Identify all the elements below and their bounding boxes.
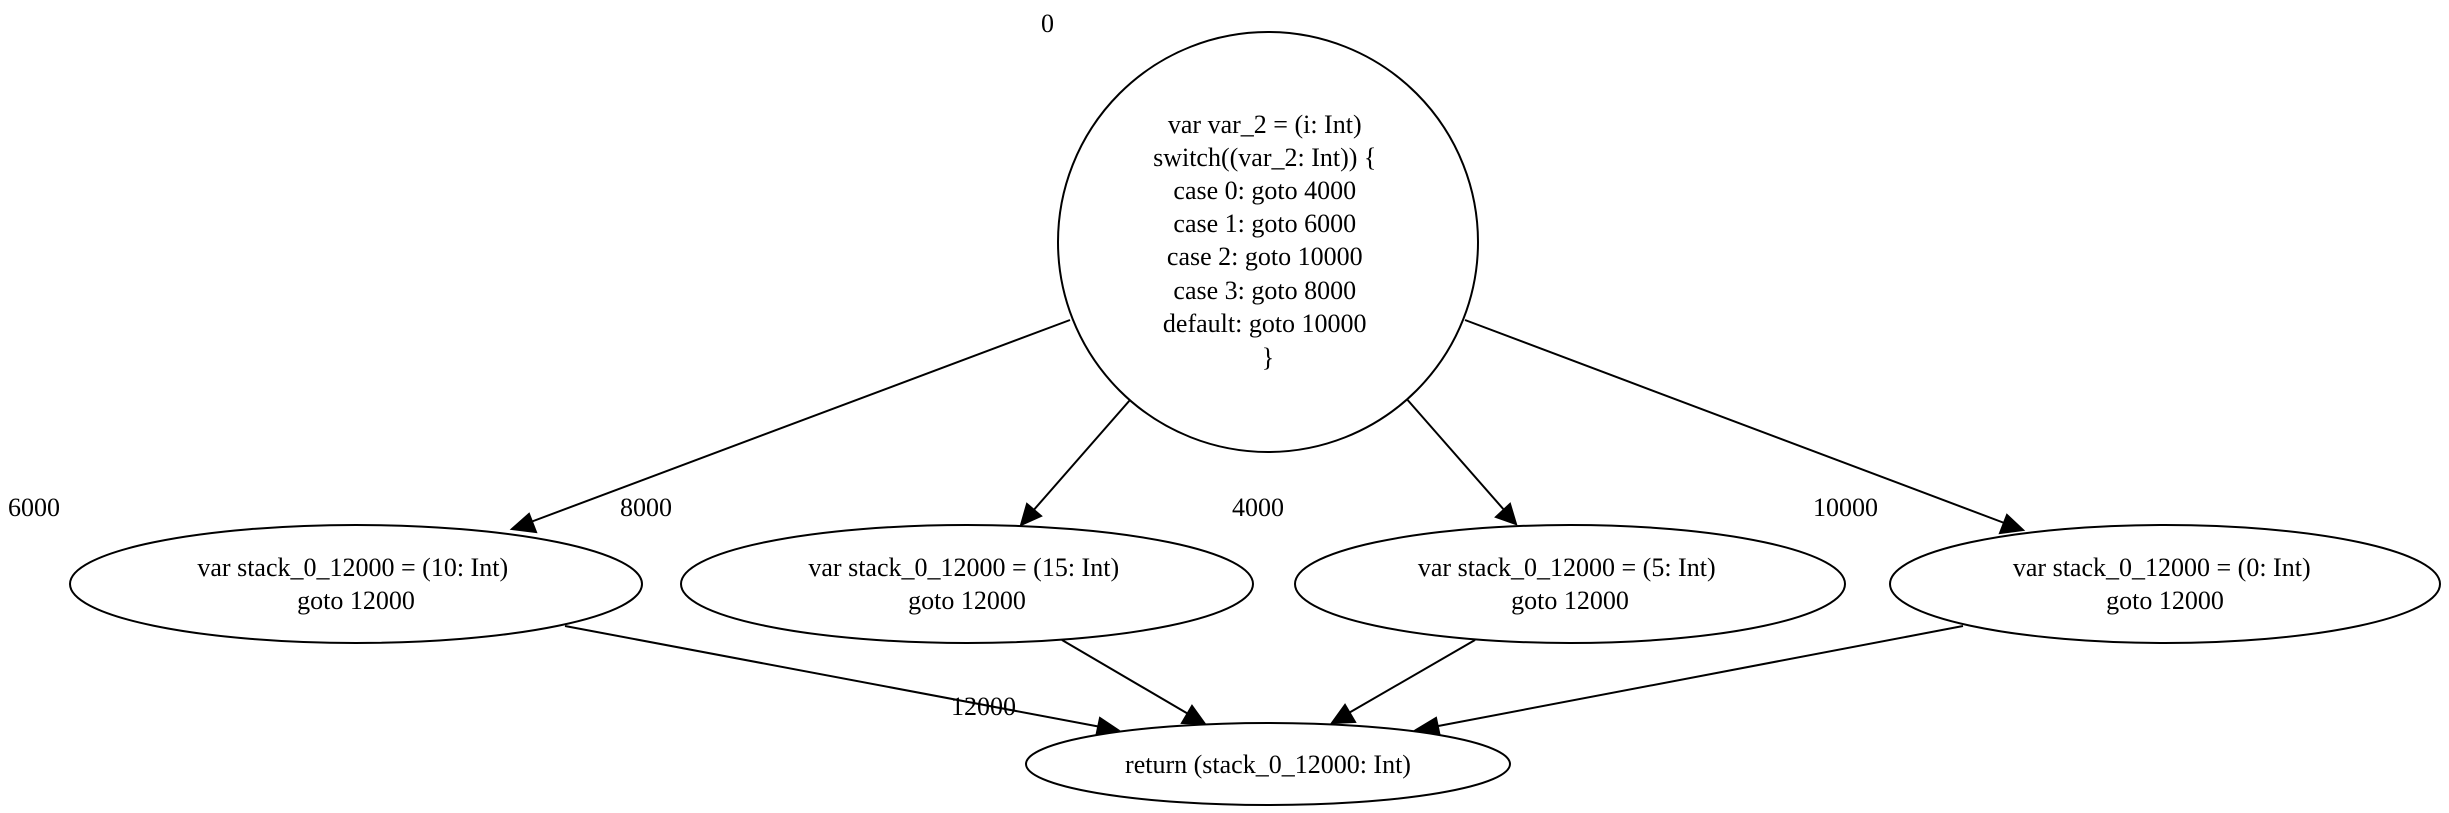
code-line: var stack_0_12000 = (15: Int)	[808, 553, 1119, 582]
edge-entry-to-8000	[1019, 399, 1131, 527]
arrowhead-icon	[1494, 502, 1518, 526]
code-line: goto 12000	[2106, 586, 2224, 615]
arrowhead-icon	[509, 512, 538, 534]
code-line: switch((var_2: Int)) {	[1153, 143, 1376, 172]
node-entry: 0 var var_2 = (i: Int) switch((var_2: In…	[1041, 9, 1479, 453]
node-10000: 10000 var stack_0_12000 = (0: Int) goto …	[1813, 493, 2441, 644]
node-12000-code: return (stack_0_12000: Int)	[1125, 750, 1411, 779]
edge-entry-to-10000	[1464, 319, 2026, 535]
node-8000-code: var stack_0_12000 = (15: Int) goto 12000	[808, 553, 1125, 615]
edge-10000-to-12000	[1413, 625, 1964, 739]
node-4000-code: var stack_0_12000 = (5: Int) goto 12000	[1418, 553, 1722, 615]
node-6000-shape	[69, 524, 643, 644]
node-10000-id: 10000	[1813, 493, 1878, 522]
code-line: var stack_0_12000 = (0: Int)	[2013, 553, 2311, 582]
edges	[509, 319, 2026, 739]
code-line: return (stack_0_12000: Int)	[1125, 750, 1411, 779]
node-6000-id: 6000	[8, 493, 60, 522]
code-line: goto 12000	[297, 586, 415, 615]
code-line: case 3: goto 8000	[1173, 276, 1356, 305]
code-line: case 1: goto 6000	[1173, 209, 1356, 238]
code-line: case 0: goto 4000	[1173, 176, 1356, 205]
edge-6000-to-12000	[564, 625, 1121, 739]
code-line: var stack_0_12000 = (10: Int)	[197, 553, 508, 582]
edge-entry-to-4000	[1404, 396, 1518, 526]
arrowhead-icon	[1019, 502, 1043, 527]
node-12000-id: 12000	[951, 692, 1016, 721]
arrowhead-icon	[1998, 513, 2026, 535]
node-4000: 4000 var stack_0_12000 = (5: Int) goto 1…	[1232, 493, 1846, 644]
code-line: }	[1262, 343, 1274, 372]
node-6000: 6000 var stack_0_12000 = (10: Int) goto …	[8, 493, 643, 644]
code-line: case 2: goto 10000	[1167, 242, 1363, 271]
code-line: goto 12000	[908, 586, 1026, 615]
node-4000-id: 4000	[1232, 493, 1284, 522]
node-10000-shape	[1889, 524, 2441, 644]
node-4000-shape	[1294, 524, 1846, 644]
node-6000-code: var stack_0_12000 = (10: Int) goto 12000	[197, 553, 514, 615]
node-entry-shape	[1057, 31, 1479, 453]
code-line: default: goto 10000	[1163, 309, 1367, 338]
node-8000: 8000 var stack_0_12000 = (15: Int) goto …	[620, 493, 1254, 644]
edge-8000-to-12000	[1061, 639, 1208, 726]
edge-4000-to-12000	[1329, 639, 1476, 725]
edge-entry-to-6000	[509, 319, 1071, 534]
node-8000-id: 8000	[620, 493, 672, 522]
code-line: var stack_0_12000 = (5: Int)	[1418, 553, 1716, 582]
code-line: var var_2 = (i: Int)	[1168, 110, 1362, 139]
node-12000-shape	[1025, 722, 1511, 806]
node-entry-id: 0	[1041, 9, 1054, 38]
node-10000-code: var stack_0_12000 = (0: Int) goto 12000	[2013, 553, 2317, 615]
node-12000: 12000 return (stack_0_12000: Int)	[951, 692, 1511, 806]
arrowhead-icon	[1329, 703, 1357, 725]
node-8000-shape	[680, 524, 1254, 644]
code-line: goto 12000	[1511, 586, 1629, 615]
node-entry-code: var var_2 = (i: Int) switch((var_2: Int)…	[1153, 110, 1383, 372]
arrowhead-icon	[1180, 704, 1208, 726]
